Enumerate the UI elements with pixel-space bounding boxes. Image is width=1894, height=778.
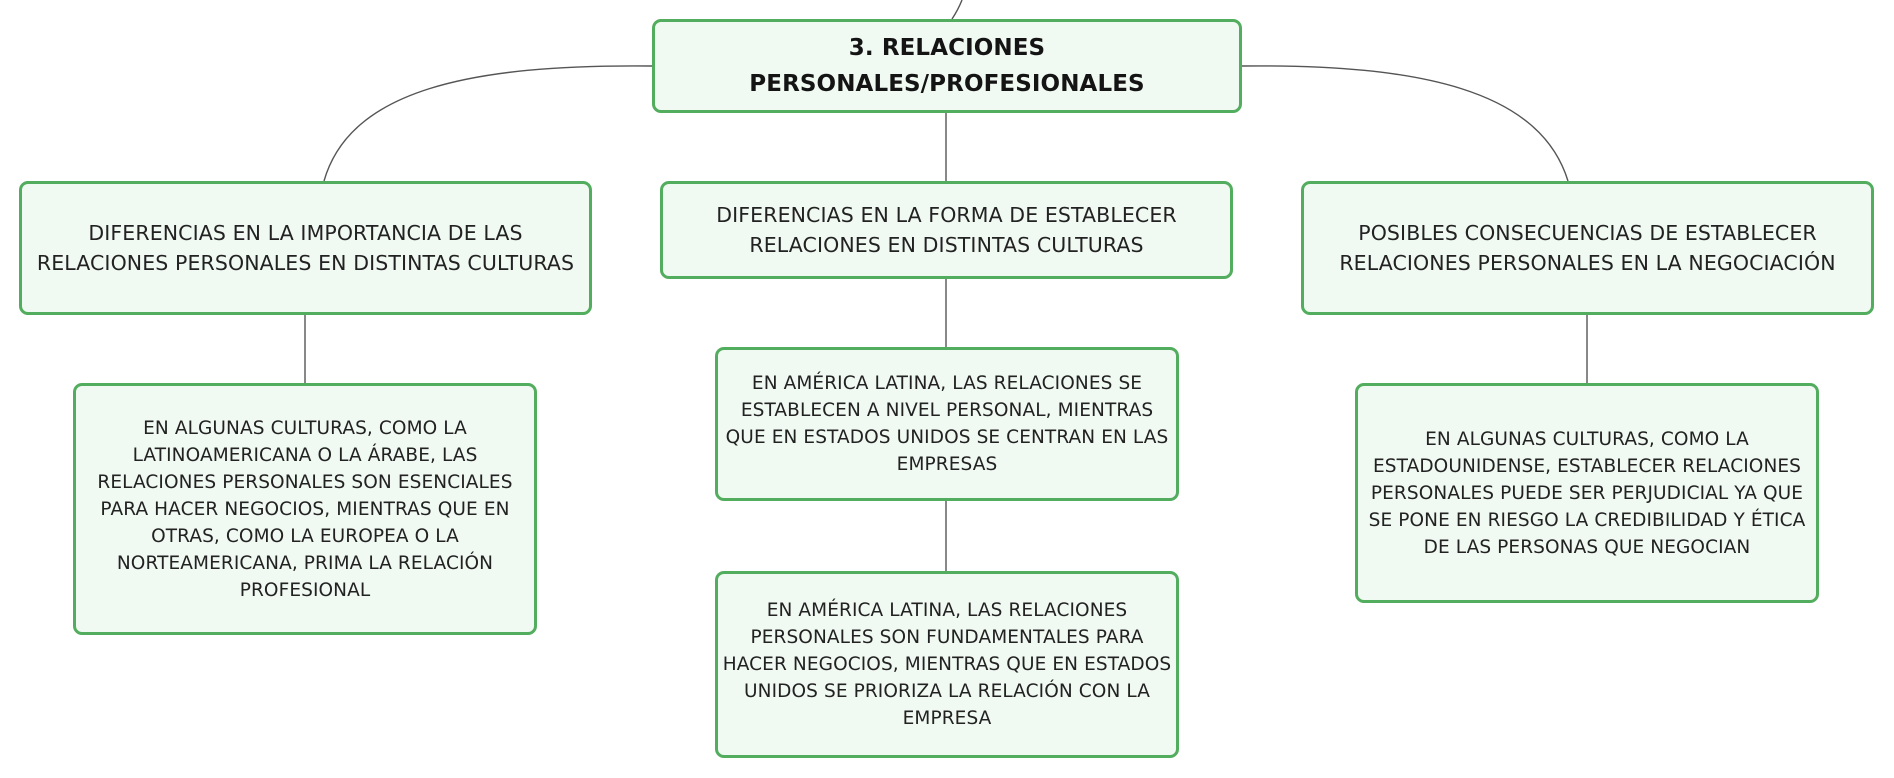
leaf-importance-detail-text: EN ALGUNAS CULTURAS, COMO LA LATINOAMERI… xyxy=(97,417,513,601)
leaf-form-detail-node-2[interactable]: EN AMÉRICA LATINA, LAS RELACIONES PERSON… xyxy=(715,571,1179,758)
branch-importance-label: DIFERENCIAS EN LA IMPORTANCIA DE LAS REL… xyxy=(36,221,575,275)
leaf-form-detail-text-1: EN AMÉRICA LATINA, LAS RELACIONES SE EST… xyxy=(725,373,1169,475)
connector-parent-to-root xyxy=(951,0,963,20)
leaf-importance-detail-node[interactable]: EN ALGUNAS CULTURAS, COMO LA LATINOAMERI… xyxy=(73,383,537,635)
connector-root-to-branch-1 xyxy=(323,65,653,182)
branch-consequences-node[interactable]: POSIBLES CONSECUENCIAS DE ESTABLECER REL… xyxy=(1301,181,1874,315)
connector-root-to-branch-3 xyxy=(1241,65,1569,182)
leaf-form-detail-text-2: EN AMÉRICA LATINA, LAS RELACIONES PERSON… xyxy=(722,600,1172,729)
root-topic-node[interactable]: 3. RELACIONES PERSONALES/PROFESIONALES xyxy=(652,19,1242,113)
leaf-consequences-detail-text: EN ALGUNAS CULTURAS, COMO LA ESTADOUNIDE… xyxy=(1368,428,1806,558)
branch-importance-node[interactable]: DIFERENCIAS EN LA IMPORTANCIA DE LAS REL… xyxy=(19,181,592,315)
leaf-consequences-detail-node[interactable]: EN ALGUNAS CULTURAS, COMO LA ESTADOUNIDE… xyxy=(1355,383,1819,603)
root-topic-label: 3. RELACIONES PERSONALES/PROFESIONALES xyxy=(749,35,1145,97)
branch-form-label: DIFERENCIAS EN LA FORMA DE ESTABLECER RE… xyxy=(716,203,1177,257)
branch-consequences-label: POSIBLES CONSECUENCIAS DE ESTABLECER REL… xyxy=(1339,221,1836,275)
branch-form-node[interactable]: DIFERENCIAS EN LA FORMA DE ESTABLECER RE… xyxy=(660,181,1233,279)
leaf-form-detail-node-1[interactable]: EN AMÉRICA LATINA, LAS RELACIONES SE EST… xyxy=(715,347,1179,501)
